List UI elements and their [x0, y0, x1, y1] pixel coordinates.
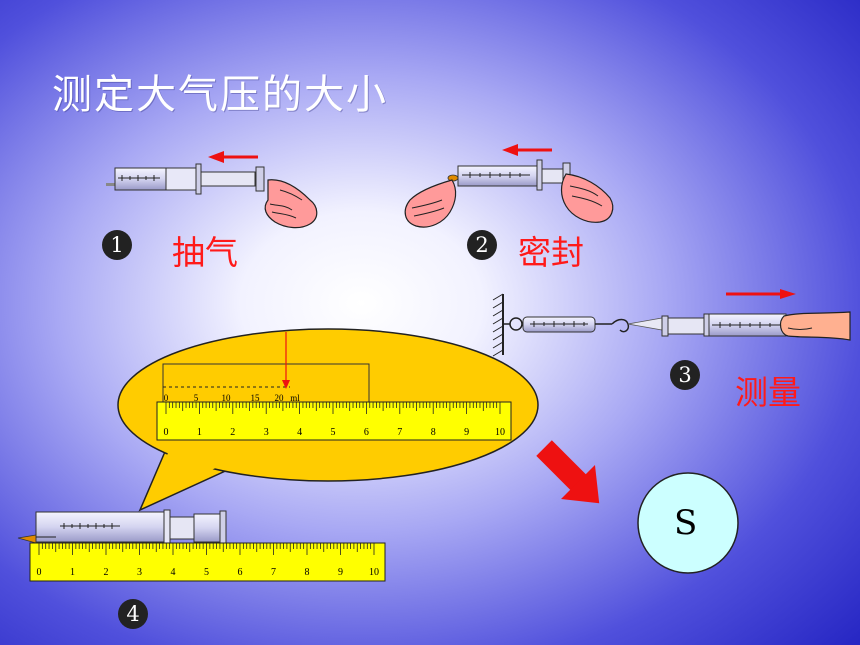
ruler-tick-label: 2: [104, 567, 109, 578]
step1-syringe-icon: [106, 163, 265, 195]
syringe-scale-tick-label: 0: [164, 393, 169, 403]
ruler-tick-label: 5: [204, 567, 209, 578]
result-circle: [637, 472, 739, 574]
bottom-ruler-tick-labels: 0 1 2 3 4 5 6 7 8 9 10: [37, 567, 380, 578]
ruler-tick-label: 2: [230, 427, 235, 438]
ruler-tick-label: 10: [495, 427, 505, 438]
step1-hand-icon: [264, 179, 318, 229]
bottom-ruler: [29, 542, 386, 582]
ruler-tick-label: 8: [431, 427, 436, 438]
step1-label: 抽气: [172, 233, 238, 272]
step1-arrowhead-icon: [208, 151, 224, 163]
bubble-ruler-tick-labels: 0 1 2 3 4 5 6 7 8 9 10: [164, 427, 506, 438]
step2-syringe-icon: [447, 159, 571, 191]
step4-number-badge: 4: [118, 599, 148, 629]
bubble-ruler-marks: [165, 402, 501, 414]
ruler-tick-label: 8: [305, 567, 310, 578]
step2-number-badge: 2: [467, 230, 497, 260]
ruler-tick-label: 4: [297, 427, 302, 438]
ruler-tick-label: 1: [197, 427, 202, 438]
step2-arrowhead-icon: [502, 144, 518, 156]
ruler-tick-label: 1: [70, 567, 75, 578]
spring-scale-icon: [503, 316, 630, 333]
ruler-tick-label: 5: [331, 427, 336, 438]
ruler-tick-label: 6: [364, 427, 369, 438]
step3-syringe-icon: [627, 313, 787, 337]
ruler-tick-label: 9: [338, 567, 343, 578]
ruler-tick-label: 0: [37, 567, 42, 578]
bottom-ruler-marks: [38, 543, 375, 555]
ruler-tick-label: 6: [238, 567, 243, 578]
ruler-tick-label: 7: [397, 427, 402, 438]
bubble-ruler: [156, 401, 512, 441]
big-red-arrow-icon: [536, 440, 600, 504]
slide-title: 测定大气压的大小: [52, 72, 388, 118]
syringe-scale-tick-label: 15: [251, 393, 261, 403]
step4-syringe-icon: [17, 509, 227, 546]
bubble-pointer-arrowhead-icon: [282, 380, 290, 389]
ruler-tick-label: 9: [464, 427, 469, 438]
step3-arrowhead-icon: [780, 289, 796, 299]
ruler-tick-label: 7: [271, 567, 276, 578]
step3-label: 测量: [735, 373, 801, 412]
step3-number-badge: 3: [670, 360, 700, 390]
ruler-tick-label: 4: [171, 567, 176, 578]
ruler-tick-label: 3: [137, 567, 142, 578]
ruler-tick-label: 10: [369, 567, 379, 578]
bubble-syringe-tick-labels: 0 5 10 15 20 ml: [164, 393, 300, 403]
step2-left-hand-icon: [404, 179, 457, 228]
result-symbol: S: [674, 503, 698, 543]
step2-label: 密封: [518, 233, 584, 272]
ruler-tick-label: 3: [264, 427, 269, 438]
syringe-scale-tick-label: ml: [290, 393, 300, 403]
syringe-scale-tick-label: 20: [275, 393, 285, 403]
syringe-scale-tick-label: 5: [194, 393, 199, 403]
step1-number-badge: 1: [102, 230, 132, 260]
ruler-tick-label: 0: [164, 427, 169, 438]
step3-hand-icon: [779, 311, 851, 341]
syringe-scale-tick-label: 10: [222, 393, 232, 403]
step2-right-hand-icon: [560, 173, 614, 223]
